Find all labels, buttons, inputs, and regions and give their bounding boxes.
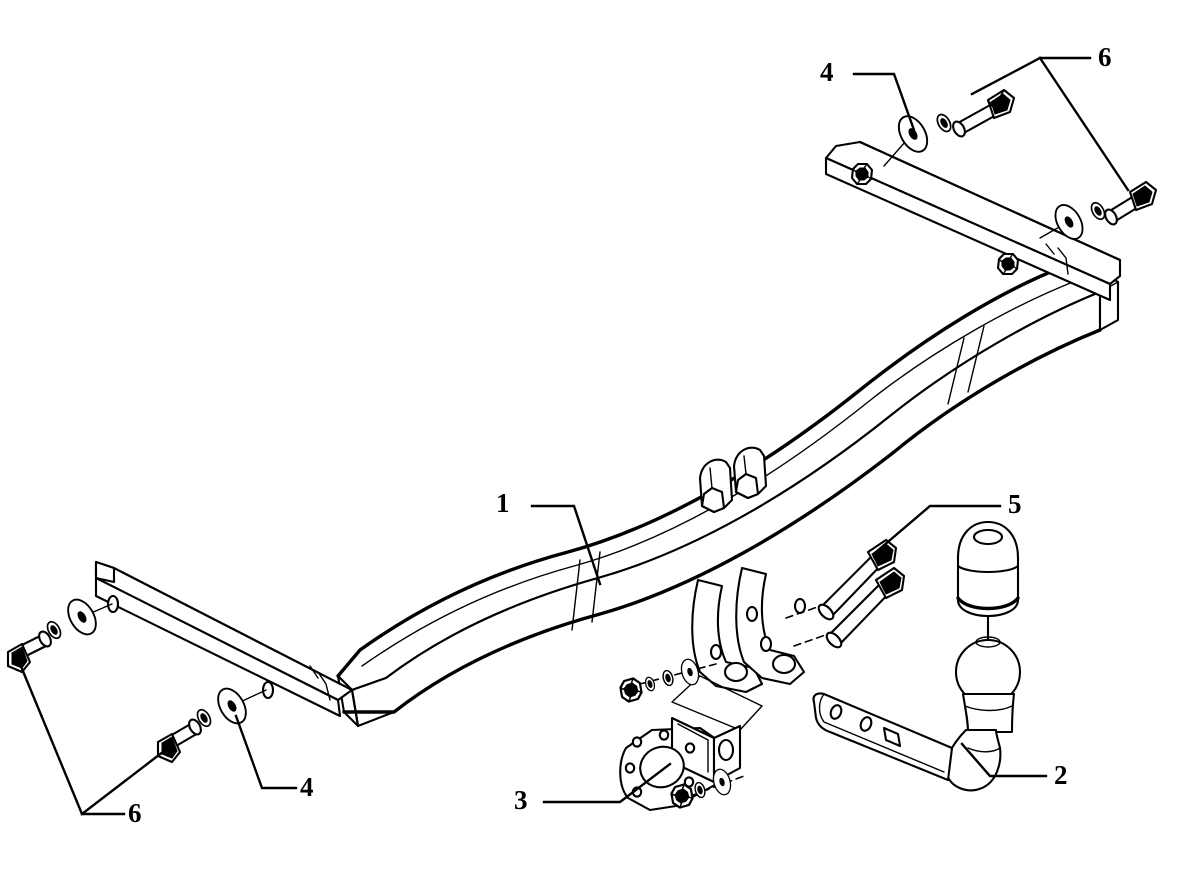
tow-ball-bolt-upper [785,538,898,621]
leader-6-bottom-b [80,746,170,816]
fastener-stack-lower-left-inner [156,682,267,764]
callout-number-6-top: 6 [1098,42,1112,72]
callout-number-2: 2 [1054,760,1068,790]
fastener-stack-lower-left-outer [6,593,113,674]
leader-4-top [852,72,916,132]
socket-mounting-plate [619,716,742,812]
saddle-clip-right [732,446,768,500]
leader-6-bottom-a [18,662,84,816]
leader-5 [874,504,1002,554]
callout-number-1: 1 [496,488,510,518]
right-mounting-arm [824,140,1122,302]
callout-number-3: 3 [514,785,528,815]
leader-3 [542,762,672,804]
callout-number-5: 5 [1008,489,1022,519]
main-crossbar [336,266,1120,728]
left-mounting-arm [94,560,354,718]
leader-1 [530,504,602,586]
fastener-stack-centre-upper [616,656,717,705]
callout-number-4-bottom: 4 [300,772,314,802]
callout-number-4-top: 4 [820,57,834,87]
saddle-clip-left [698,458,734,514]
tow-ball-bolt-lower [793,566,906,649]
centre-tongue-plates [671,566,807,731]
fastener-stack-upper-right-inner [883,88,1016,167]
leader-6-top-a [970,56,1042,96]
callout-number-6-bottom: 6 [128,798,142,828]
leader-lines [18,56,1130,816]
tow-ball-cap [956,520,1020,618]
fastener-stack-centre-lower [667,766,745,811]
leader-4-bottom [234,714,298,790]
leader-6-top-b [1038,56,1130,192]
leader-2 [960,742,1048,778]
tow-ball-assembly [812,520,1022,792]
fastener-stack-upper-right-outer [1039,180,1158,245]
